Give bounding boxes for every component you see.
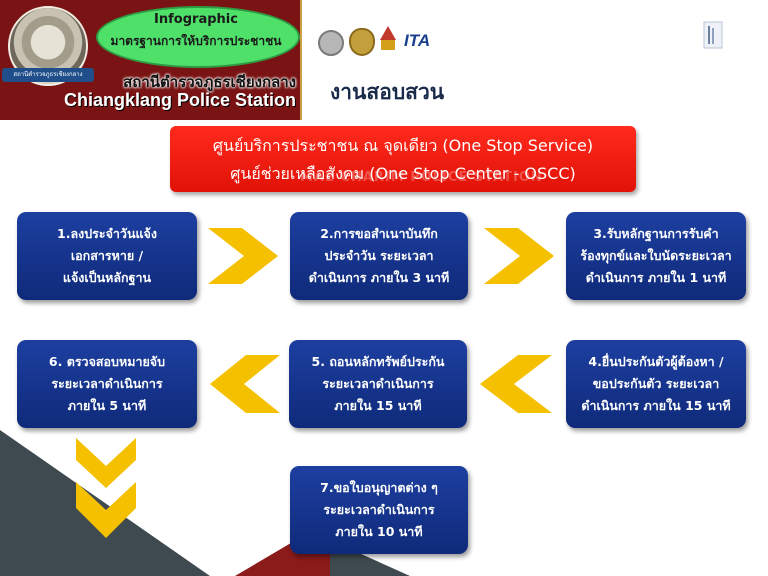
banner-line-1: ศูนย์บริการประชาชน ณ จุดเดียว (One Stop … xyxy=(212,136,594,155)
step-6-box: 6. ตรวจสอบหมายจับ ระยะเวลาดำเนินการ ภายใ… xyxy=(17,340,197,428)
step-7-line-2: ระยะเวลาดำเนินการ xyxy=(323,502,435,517)
step-2-line-3: ดำเนินการ ภายใน 3 นาที xyxy=(308,270,450,285)
badge-title: Infographic xyxy=(154,12,238,27)
arrow-down-icon xyxy=(76,438,136,538)
crest-logo-icon xyxy=(349,28,375,56)
temple-logo-icon xyxy=(380,26,396,50)
step-4-box: 4.ยื่นประกันตัวผู้ต้องหา / ขอประกันตัว ร… xyxy=(566,340,746,428)
seal-ribbon: สถานีตำรวจภูธรเชียงกลาง xyxy=(2,68,94,82)
step-3-line-1: 3.รับหลักฐานการรับคำ xyxy=(593,226,719,241)
step-3-line-2: ร้องทุกข์และใบนัดระยะเวลา xyxy=(580,248,732,263)
service-banner xyxy=(170,126,636,192)
step-7-line-3: ภายใน 10 นาที xyxy=(335,524,423,539)
arrow-right-1-icon xyxy=(208,228,278,284)
step-4-line-1: 4.ยื่นประกันตัวผู้ต้องหา / xyxy=(588,354,724,369)
step-7-box: 7.ขอใบอนุญาตต่าง ๆ ระยะเวลาดำเนินการ ภาย… xyxy=(290,466,468,554)
station-name-thai: สถานีตำรวจภูธรเชียงกลาง xyxy=(123,73,296,91)
step-5-line-3: ภายใน 15 นาที xyxy=(334,398,422,413)
step-2-box: 2.การขอสำเนาบันทึก ประจำวัน ระยะเวลา ดำเ… xyxy=(290,212,468,300)
arrow-right-2-icon xyxy=(484,228,554,284)
step-7-line-1: 7.ขอใบอนุญาตต่าง ๆ xyxy=(320,480,438,495)
step-2-line-1: 2.การขอสำเนาบันทึก xyxy=(320,226,438,241)
arrow-left-1-icon xyxy=(480,355,552,413)
step-1-line-1: 1.ลงประจำวันแจ้ง xyxy=(57,226,157,241)
decor-triangle-left xyxy=(0,430,210,576)
step-5-line-2: ระยะเวลาดำเนินการ xyxy=(322,376,434,391)
step-1-line-3: แจ้งเป็นหลักฐาน xyxy=(62,270,152,285)
step-5-box: 5. ถอนหลักทรัพย์ประกัน ระยะเวลาดำเนินการ… xyxy=(289,340,467,428)
banner-line-2: ศูนย์ช่วยเหลือสังคม (One Stop Center - O… xyxy=(230,164,576,183)
step-6-line-3: ภายใน 5 นาที xyxy=(67,398,147,413)
step-4-line-3: ดำเนินการ ภายใน 15 นาที xyxy=(581,398,731,413)
arrow-left-2-icon xyxy=(210,355,280,413)
itax-logo: ITA xyxy=(404,31,431,50)
step-3-line-3: ดำเนินการ ภายใน 1 นาที xyxy=(585,270,727,285)
magnifier-logo-icon xyxy=(318,30,344,56)
banner-watermark: MAE CHARIM POLICE STATION xyxy=(300,170,543,185)
step-1-line-2: เอกสารหาย / xyxy=(70,248,144,263)
infographic-oval xyxy=(96,6,300,68)
step-2-line-2: ประจำวัน ระยะเวลา xyxy=(324,248,434,263)
page-title: งานสอบสวน xyxy=(330,80,445,104)
badge-subtitle: มาตรฐานการให้บริการประชาชน xyxy=(110,34,282,48)
step-3-box: 3.รับหลักฐานการรับคำ ร้องทุกข์และใบนัดระ… xyxy=(566,212,746,300)
step-6-line-1: 6. ตรวจสอบหมายจับ xyxy=(48,354,166,369)
station-name-english: Chiangklang Police Station xyxy=(63,90,296,110)
document-icon xyxy=(703,21,723,49)
step-6-line-2: ระยะเวลาดำเนินการ xyxy=(51,376,163,391)
step-4-line-2: ขอประกันตัว ระยะเวลา xyxy=(592,376,720,391)
step-5-line-1: 5. ถอนหลักทรัพย์ประกัน xyxy=(311,354,445,369)
step-1-box: 1.ลงประจำวันแจ้ง เอกสารหาย / แจ้งเป็นหลั… xyxy=(17,212,197,300)
